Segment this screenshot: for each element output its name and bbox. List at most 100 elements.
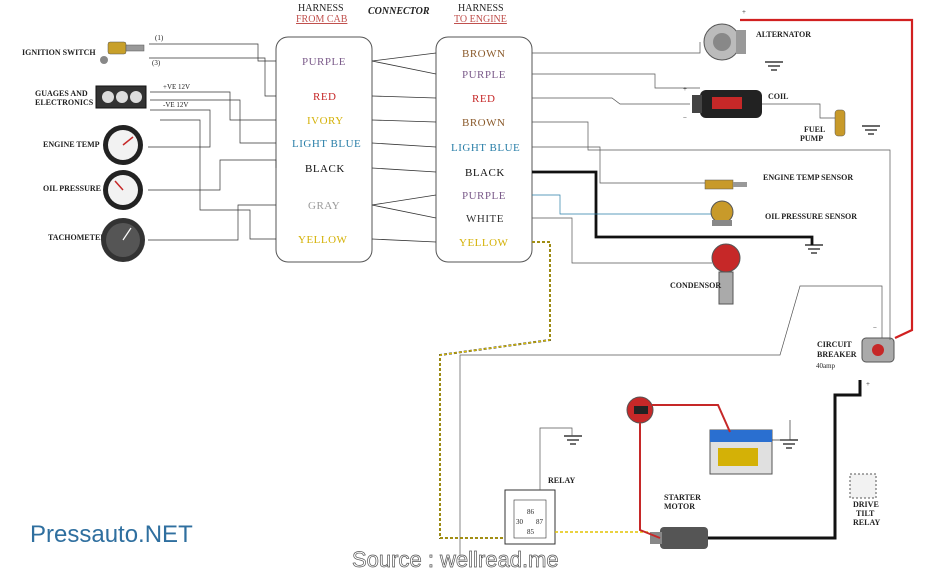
relay-label: RELAY bbox=[548, 476, 575, 485]
starter-label-line1: STARTER bbox=[664, 493, 701, 502]
tilt-relay-icon bbox=[849, 473, 877, 499]
engine-wire-yellow: YELLOW bbox=[459, 237, 509, 249]
fuel-pump-icon bbox=[834, 109, 846, 137]
breaker-minus: − bbox=[873, 324, 877, 332]
gauge-panel-icon bbox=[95, 85, 147, 109]
terminal-3: (3) bbox=[152, 59, 161, 67]
circuit-breaker-rating: 40amp bbox=[816, 362, 836, 370]
relay-group: RELAY 30 86 87 85 bbox=[504, 476, 575, 545]
engine-temp-sensor-label: ENGINE TEMP SENSOR bbox=[763, 173, 853, 182]
battery-switch-group bbox=[626, 396, 654, 424]
starter-label-line2: MOTOR bbox=[664, 502, 695, 511]
connector-wires bbox=[371, 52, 437, 243]
gauges-label-line2: ELECTRONICS bbox=[35, 98, 94, 107]
coil-label: COIL bbox=[768, 92, 788, 101]
alternator-plus: + bbox=[742, 8, 746, 16]
coil-plus: + bbox=[683, 85, 687, 93]
tilt-label-line1: DRIVE bbox=[853, 500, 879, 509]
engine-harness-box bbox=[435, 36, 533, 263]
battery-group bbox=[709, 429, 773, 475]
cab-wire-red: RED bbox=[313, 91, 337, 103]
coil-group: COIL + − bbox=[683, 85, 788, 122]
starter-motor-group: STARTER MOTOR bbox=[650, 493, 708, 549]
coil-icon bbox=[692, 90, 762, 118]
ground-icon bbox=[780, 439, 798, 449]
fuel-pump-label-line1: FUEL bbox=[804, 125, 825, 134]
condensor-group: CONDENSOR bbox=[670, 243, 741, 305]
battery-switch-icon bbox=[626, 396, 654, 424]
key-icon bbox=[100, 41, 145, 64]
tachometer-icon bbox=[101, 218, 145, 262]
engine-temp-group: ENGINE TEMP bbox=[43, 125, 143, 165]
engine-wiring bbox=[439, 18, 914, 555]
alternator-icon bbox=[703, 23, 746, 61]
harness-engine-title: HARNESS bbox=[458, 3, 504, 14]
temp-sensor-icon bbox=[704, 179, 747, 190]
source-watermark: Source : wellread.me bbox=[352, 547, 559, 572]
terminal-1: (1) bbox=[155, 34, 164, 42]
cab-wire-yellow: YELLOW bbox=[298, 234, 348, 246]
tachometer-label: TACHOMETER bbox=[48, 233, 106, 242]
ground-icon bbox=[765, 61, 783, 71]
drive-tilt-relay-group: DRIVE TILT RELAY bbox=[849, 473, 880, 527]
engine-wire-light-blue: LIGHT BLUE bbox=[451, 142, 520, 154]
oil-gauge-icon bbox=[103, 170, 143, 210]
alternator-group: ALTERNATOR + bbox=[703, 8, 811, 61]
ignition-switch-group: IGNITION SWITCH (1) (3) bbox=[22, 34, 164, 67]
gauges-group: GUAGES AND ELECTRONICS +VE 12V -VE 12V bbox=[35, 83, 190, 109]
alternator-label: ALTERNATOR bbox=[756, 30, 811, 39]
engine-wire-brown-1: BROWN bbox=[462, 48, 505, 60]
engine-temp-label: ENGINE TEMP bbox=[43, 140, 100, 149]
engine-temp-sensor-group: ENGINE TEMP SENSOR bbox=[704, 173, 853, 190]
cab-wire-gray: GRAY bbox=[308, 200, 340, 212]
cab-wire-purple: PURPLE bbox=[302, 56, 346, 68]
circuit-breaker-icon bbox=[861, 337, 895, 363]
distributor-icon bbox=[711, 243, 741, 305]
tilt-label-line3: RELAY bbox=[853, 518, 880, 527]
engine-wire-brown-2: BROWN bbox=[462, 117, 505, 129]
engine-wire-purple-1: PURPLE bbox=[462, 69, 506, 81]
relay-pin-86: 86 bbox=[527, 508, 535, 516]
cab-wire-labels: PURPLE RED IVORY LIGHT BLUE BLACK GRAY Y… bbox=[292, 56, 361, 246]
fuel-pump-label-line2: PUMP bbox=[800, 134, 823, 143]
ignition-switch-label: IGNITION SWITCH bbox=[22, 48, 96, 57]
circuit-breaker-label-line2: BREAKER bbox=[817, 350, 857, 359]
relay-icon bbox=[504, 489, 556, 545]
pos-12v-label: +VE 12V bbox=[163, 83, 190, 91]
breaker-plus: + bbox=[866, 380, 870, 388]
fuel-pump-group: FUEL PUMP bbox=[800, 109, 846, 143]
cab-harness-box bbox=[275, 36, 373, 263]
relay-pin-85: 85 bbox=[527, 528, 535, 536]
gauges-label-line1: GUAGES AND bbox=[35, 89, 88, 98]
oil-pressure-label: OIL PRESSURE bbox=[43, 184, 101, 193]
oil-pressure-sensor-group: OIL PRESSURE SENSOR bbox=[710, 200, 857, 226]
oil-pressure-sensor-label: OIL PRESSURE SENSOR bbox=[765, 212, 857, 221]
condensor-label: CONDENSOR bbox=[670, 281, 721, 290]
circuit-breaker-group: CIRCUIT BREAKER 40amp − + bbox=[816, 324, 895, 388]
cab-wire-ivory: IVORY bbox=[307, 115, 344, 127]
engine-wire-white: WHITE bbox=[466, 213, 504, 225]
cab-wire-black: BLACK bbox=[305, 163, 345, 175]
oil-pressure-group: OIL PRESSURE bbox=[43, 170, 143, 210]
harness-engine-subtitle: TO ENGINE bbox=[454, 14, 507, 25]
temp-gauge-icon bbox=[103, 125, 143, 165]
battery-icon bbox=[709, 429, 773, 475]
harness-cab-title: HARNESS bbox=[298, 3, 344, 14]
engine-wire-black: BLACK bbox=[465, 167, 505, 179]
ground-icon bbox=[564, 435, 582, 445]
harness-cab-subtitle: FROM CAB bbox=[296, 14, 348, 25]
site-watermark: Pressauto.NET bbox=[30, 521, 193, 548]
oil-sensor-icon bbox=[710, 200, 734, 226]
tachometer-group: TACHOMETER bbox=[48, 218, 145, 262]
coil-minus: − bbox=[683, 114, 687, 122]
cab-wire-light-blue: LIGHT BLUE bbox=[292, 138, 361, 150]
tilt-label-line2: TILT bbox=[856, 509, 875, 518]
engine-wire-labels: BROWN PURPLE RED BROWN LIGHT BLUE BLACK … bbox=[451, 48, 520, 249]
connector-title: CONNECTOR bbox=[368, 6, 430, 17]
relay-pin-30: 30 bbox=[516, 518, 524, 526]
ground-icon bbox=[862, 125, 880, 135]
circuit-breaker-label-line1: CIRCUIT bbox=[817, 340, 852, 349]
neg-12v-label: -VE 12V bbox=[163, 101, 188, 109]
ground-icon bbox=[805, 244, 823, 254]
left-wiring bbox=[148, 43, 277, 241]
